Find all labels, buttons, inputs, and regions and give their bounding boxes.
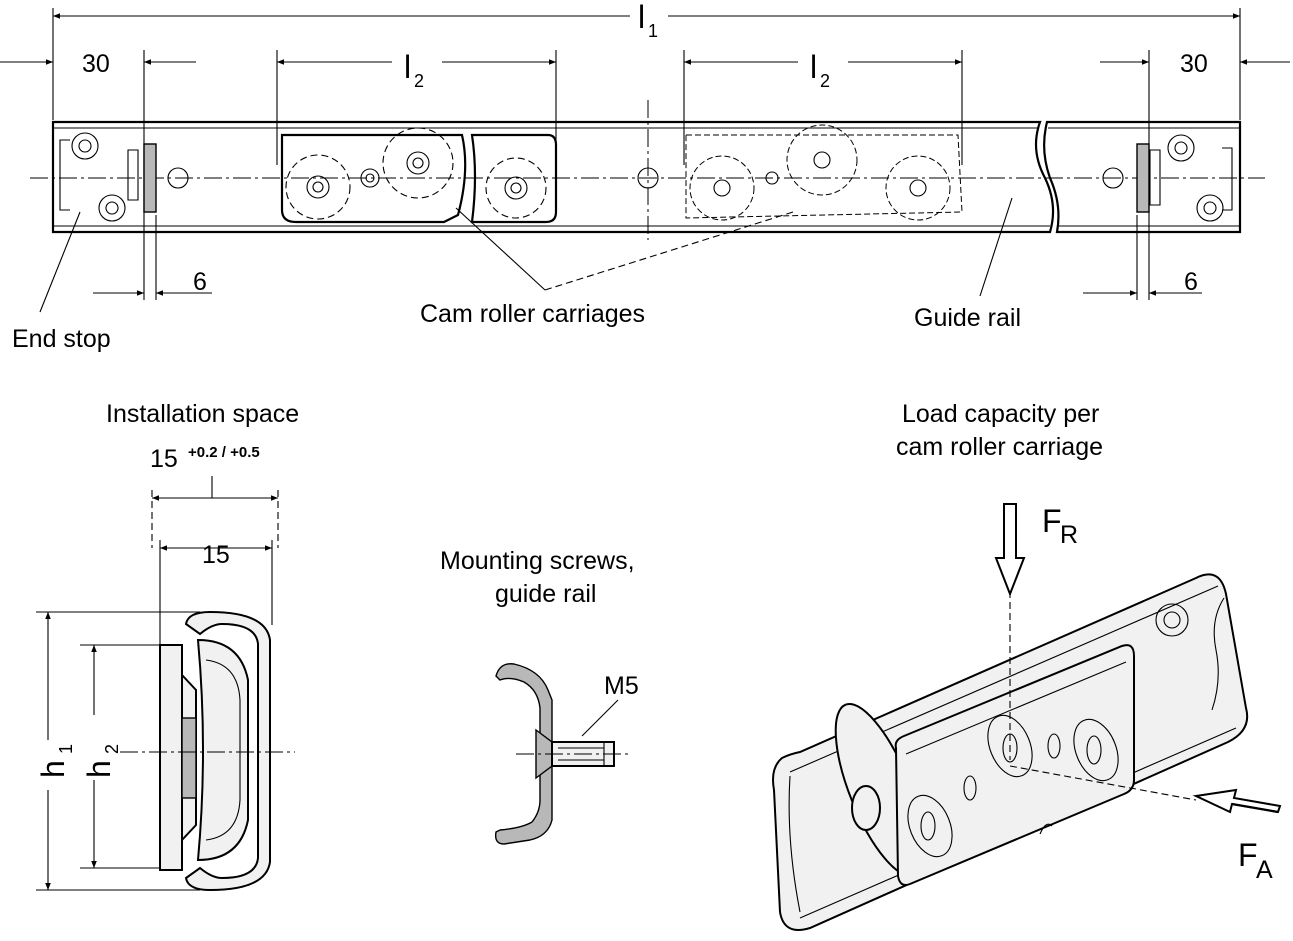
dim-l1-symbol: l <box>638 0 645 35</box>
dim-h2-symbol: h <box>81 760 117 778</box>
dim-l2-right-subscript: 2 <box>820 71 830 91</box>
guide-rail-label: Guide rail <box>914 304 1021 332</box>
dim-stop-width-left: 6 <box>193 268 207 296</box>
force-axial-symbol: F <box>1238 837 1258 873</box>
dim-h1-symbol: h <box>35 760 71 778</box>
dim-profile-width: 15 <box>202 541 230 569</box>
dim-l2-right-symbol: l <box>810 49 817 85</box>
dim-h1-subscript: 1 <box>56 744 76 754</box>
mounting-screws-label-line1: Mounting screws, <box>440 547 635 575</box>
dim-l1-subscript: 1 <box>648 21 658 41</box>
load-capacity-label-line1: Load capacity per <box>902 400 1099 428</box>
installation-space-label: Installation space <box>106 400 299 428</box>
dim-end-offset-right: 30 <box>1180 50 1208 78</box>
dim-stop-width-right: 6 <box>1184 268 1198 296</box>
dim-h2-subscript: 2 <box>102 744 122 754</box>
load-capacity-label-line2: cam roller carriage <box>896 433 1103 461</box>
dim-install-width: 15 <box>150 445 178 473</box>
screw-size-label: M5 <box>604 672 639 700</box>
force-radial-subscript: R <box>1060 521 1078 549</box>
force-radial-symbol: F <box>1042 503 1062 539</box>
installation-space-section: Installation space 15 +0.2 / +0.5 15 h 1… <box>35 400 299 892</box>
cam-roller-carriages-label: Cam roller carriages <box>420 300 645 328</box>
end-stop-label: End stop <box>12 325 111 353</box>
guide-rail-top-view <box>0 8 1290 313</box>
top-view-labels: l 1 l 2 l 2 30 30 6 6 End stop Cam rolle… <box>12 0 1208 353</box>
mounting-screws-section: Mounting screws, guide rail M5 <box>440 547 639 845</box>
mounting-screws-label-line2: guide rail <box>495 580 596 608</box>
dim-l2-left-symbol: l <box>404 49 411 85</box>
dim-l2-left-subscript: 2 <box>414 71 424 91</box>
dim-install-tolerance: +0.2 / +0.5 <box>188 444 260 461</box>
force-axial-subscript: A <box>1256 856 1273 884</box>
load-capacity-section: Load capacity per cam roller carriage <box>772 400 1282 931</box>
dim-end-offset-left: 30 <box>82 50 110 78</box>
